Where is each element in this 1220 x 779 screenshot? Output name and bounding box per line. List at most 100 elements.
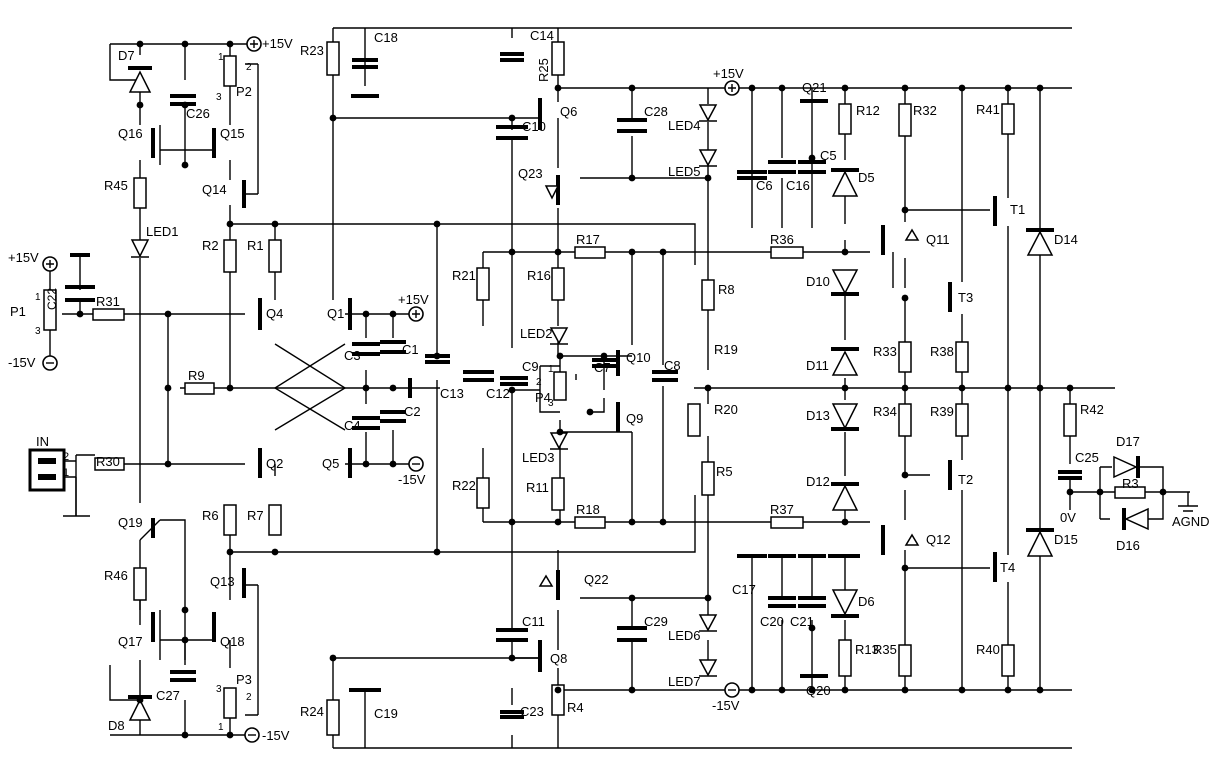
label-d8: D8 xyxy=(108,718,125,733)
label-c4: C4 xyxy=(344,418,361,433)
resistor-r5 xyxy=(701,461,715,496)
label-q2: Q2 xyxy=(266,456,283,471)
diode-d14 xyxy=(1026,230,1054,256)
label-q11: Q11 xyxy=(926,232,950,247)
resistor-r12 xyxy=(838,103,852,135)
label-r24: R24 xyxy=(300,704,324,719)
diode-d5 xyxy=(831,170,859,197)
resistors xyxy=(43,41,1146,736)
label-c1: C1 xyxy=(402,342,419,357)
label-r45: R45 xyxy=(104,178,128,193)
label-q9: Q9 xyxy=(626,411,643,426)
resistor-r16 xyxy=(551,267,565,301)
led-led7 xyxy=(698,659,718,677)
label-r4: R4 xyxy=(567,700,584,715)
label-r16: R16 xyxy=(527,268,551,283)
label-c16: C16 xyxy=(786,178,810,193)
label-r2: R2 xyxy=(202,238,219,253)
resistor-r2 xyxy=(223,239,237,273)
label-led2: LED2 xyxy=(520,326,553,341)
label-r35: R35 xyxy=(873,642,897,657)
label-c22: C22 xyxy=(45,288,59,310)
label-q4: Q4 xyxy=(266,306,283,321)
resistor-r24 xyxy=(326,699,340,736)
label-led3: LED3 xyxy=(522,450,555,465)
label-c8: C8 xyxy=(664,358,681,373)
label-c3: C3 xyxy=(344,348,361,363)
p2-pin2: 2 xyxy=(246,62,252,73)
label-led4: LED4 xyxy=(668,118,701,133)
diode-d11 xyxy=(831,350,859,376)
resistor-r18 xyxy=(574,516,606,529)
label-r30: R30 xyxy=(96,454,120,469)
label-q18: Q18 xyxy=(220,634,245,649)
label-q6: Q6 xyxy=(560,104,577,119)
resistor-r21 xyxy=(476,267,490,301)
diode-d7 xyxy=(128,70,152,93)
label-r36: R36 xyxy=(770,232,794,247)
label-q15: Q15 xyxy=(220,126,245,141)
label-c19: C19 xyxy=(374,706,398,721)
resistor-r30 xyxy=(94,457,125,471)
label-led1: LED1 xyxy=(146,224,179,239)
p4-pin1: 1 xyxy=(548,364,554,375)
label-q19: Q19 xyxy=(118,515,143,530)
label-r38: R38 xyxy=(930,344,954,359)
resistor-r39 xyxy=(955,403,969,437)
resistor-r45 xyxy=(133,177,147,209)
rail-agnd: AGND xyxy=(1172,514,1210,529)
label-led5: LED5 xyxy=(668,164,701,179)
label-c29: C29 xyxy=(644,614,668,629)
label-c28: C28 xyxy=(644,104,668,119)
label-c12: C12 xyxy=(486,386,510,401)
resistor-r42 xyxy=(1063,403,1077,437)
p1-pin3: 3 xyxy=(35,326,41,337)
diode-d16 xyxy=(1124,507,1149,531)
diode-d17 xyxy=(1113,455,1138,479)
label-r9: R9 xyxy=(188,368,205,383)
label-q1: Q1 xyxy=(327,306,344,321)
resistor-r38 xyxy=(955,341,969,373)
led-led3 xyxy=(549,432,569,450)
label-c13: C13 xyxy=(440,386,464,401)
label-c21: C21 xyxy=(790,614,814,629)
label-q23: Q23 xyxy=(518,166,543,181)
pot-p3-body xyxy=(223,687,237,719)
label-d13: D13 xyxy=(806,408,830,423)
resistor-r4 xyxy=(551,684,565,716)
label-r19: R19 xyxy=(714,342,738,357)
label-c17: C17 xyxy=(732,582,756,597)
zener-q22 xyxy=(538,574,554,587)
label-t3: T3 xyxy=(958,290,973,305)
label-r37: R37 xyxy=(770,502,794,517)
label-q20: Q20 xyxy=(806,683,831,698)
label-c2: C2 xyxy=(404,404,421,419)
rail-gnd-out: 0V xyxy=(1060,510,1076,525)
label-r12: R12 xyxy=(856,103,880,118)
label-q12: Q12 xyxy=(926,532,951,547)
label-p2: P2 xyxy=(236,84,252,99)
p3-pin1: 1 xyxy=(218,722,224,733)
label-r6: R6 xyxy=(202,508,219,523)
label-p3: P3 xyxy=(236,672,252,687)
label-r11: R11 xyxy=(526,480,549,495)
label-q16: Q16 xyxy=(118,126,143,141)
resistor-r1 xyxy=(268,239,282,273)
diode-d12 xyxy=(831,484,859,511)
label-r33: R33 xyxy=(873,344,897,359)
junctions xyxy=(76,40,1167,739)
resistor-r13 xyxy=(838,639,852,677)
input-connector xyxy=(28,448,66,492)
resistor-r9 xyxy=(184,382,215,395)
label-c7: C7 xyxy=(594,360,611,375)
label-d14: D14 xyxy=(1054,232,1078,247)
resistor-r17 xyxy=(574,246,606,259)
p2-pin1: 1 xyxy=(218,52,224,63)
resistor-r36 xyxy=(770,246,804,259)
resistor-r46 xyxy=(133,567,147,601)
rail-neg-q5: -15V xyxy=(398,472,426,487)
label-r34: R34 xyxy=(873,404,897,419)
label-c23: C23 xyxy=(520,704,544,719)
pot-p1-body xyxy=(43,289,57,331)
label-led6: LED6 xyxy=(668,628,701,643)
